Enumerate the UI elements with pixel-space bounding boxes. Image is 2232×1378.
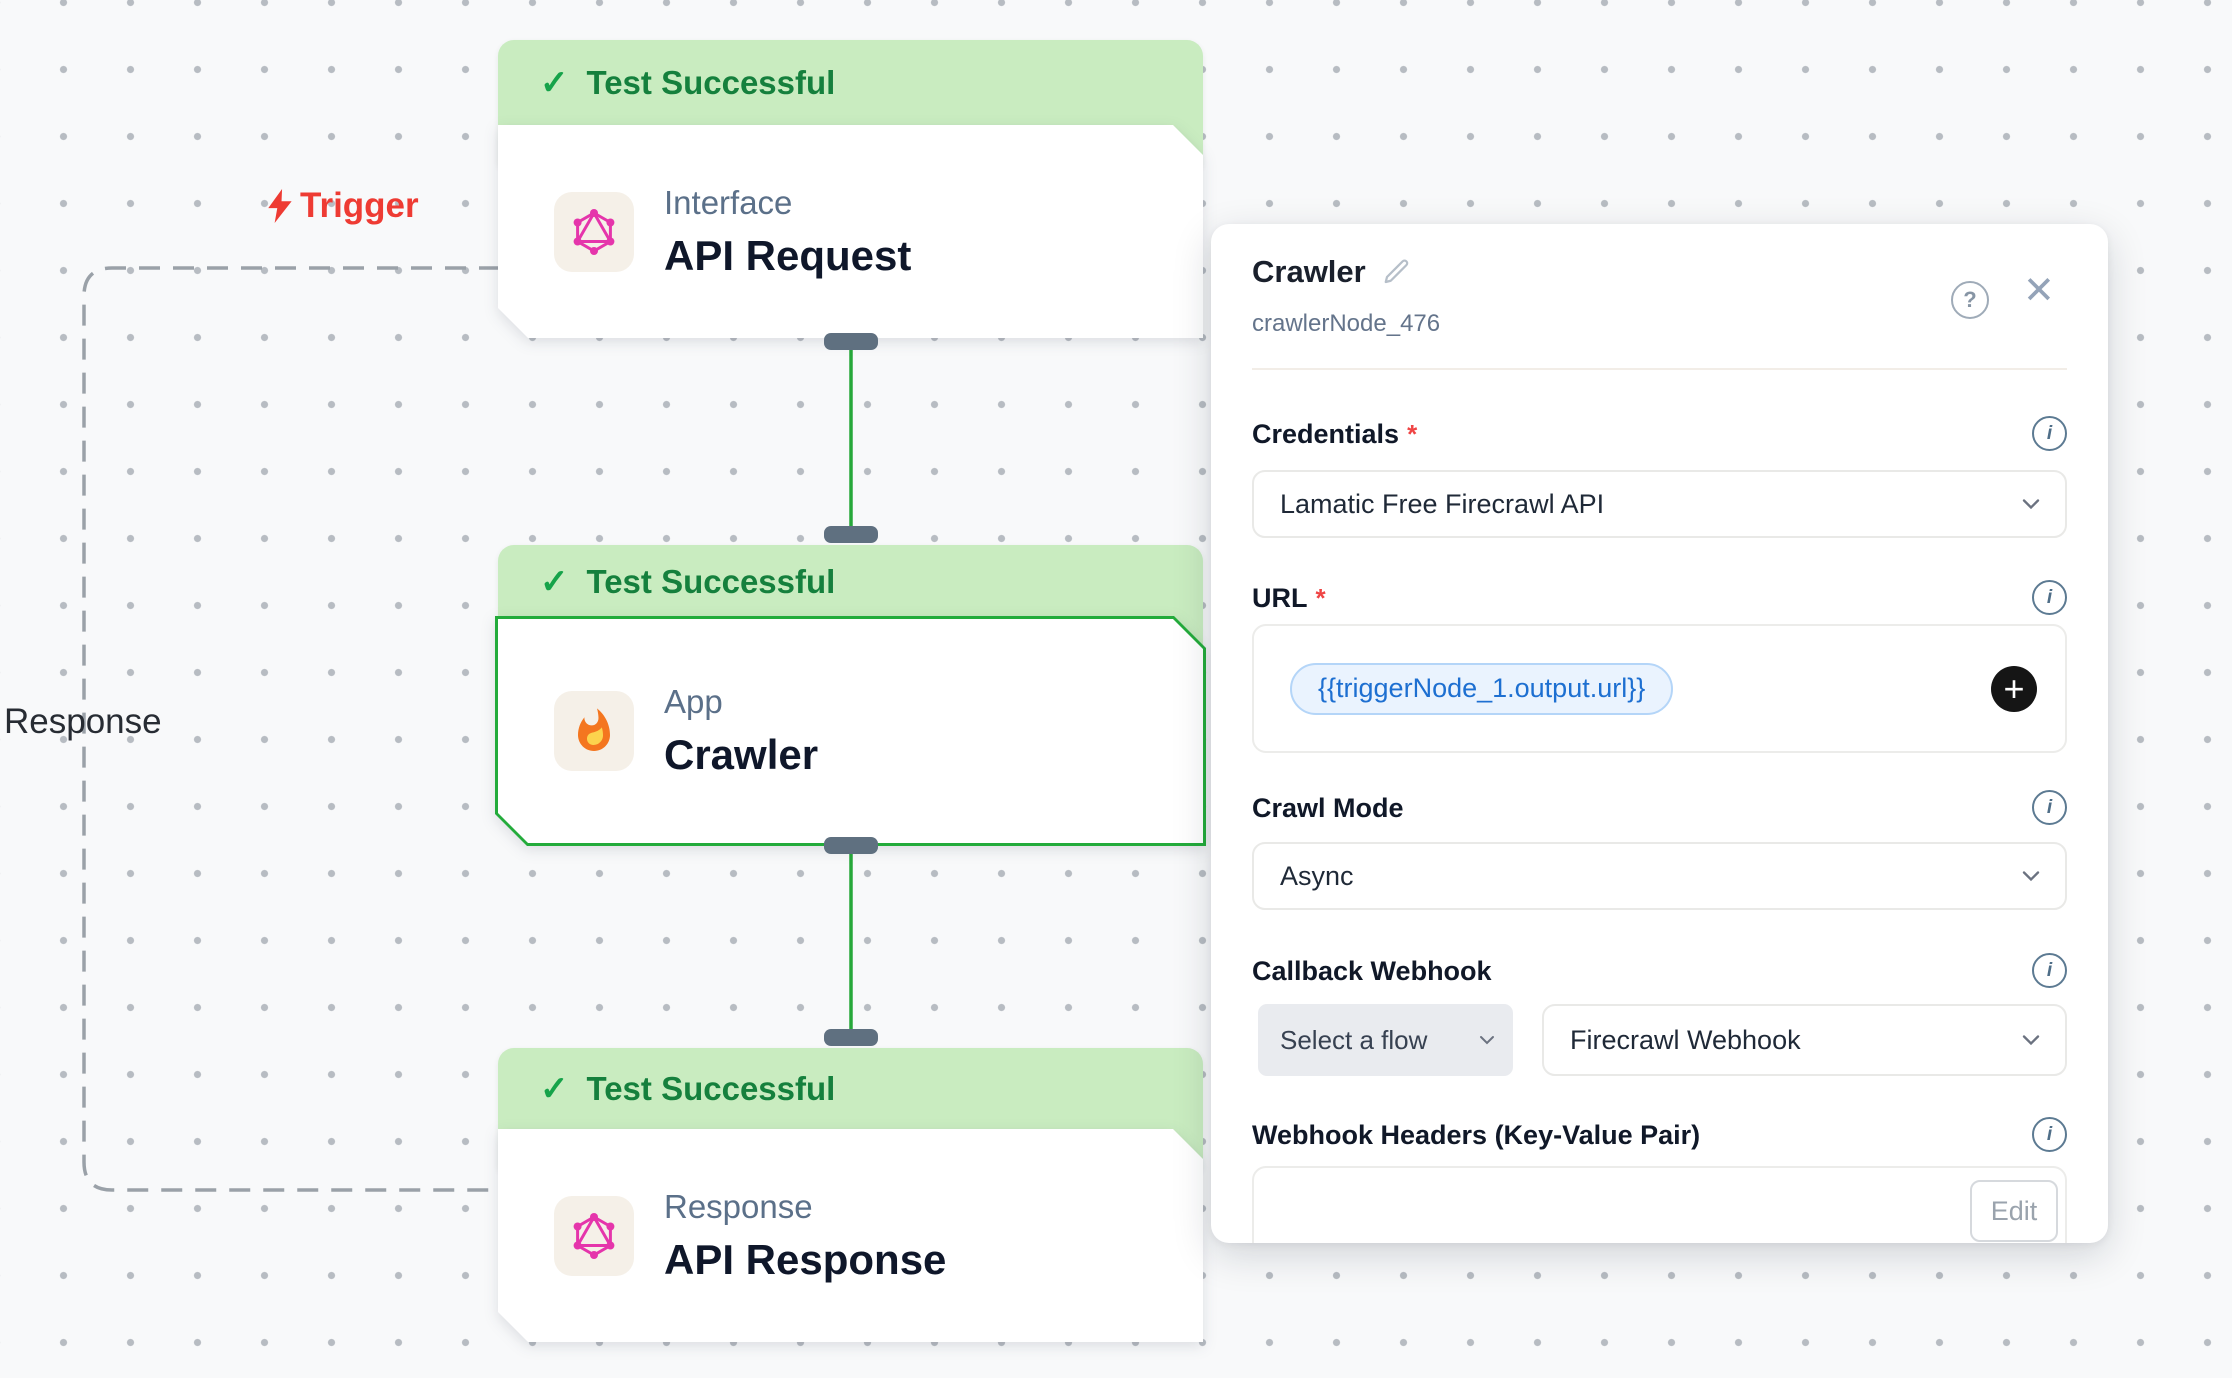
node-title: Crawler xyxy=(664,731,819,778)
credentials-select[interactable]: Lamatic Free Firecrawl API xyxy=(1252,470,2067,538)
connector-handle[interactable] xyxy=(824,1029,878,1046)
node-card-api-response[interactable]: Response API Response xyxy=(498,1129,1203,1342)
selected-node-outline: App Crawler xyxy=(495,616,1206,846)
info-icon[interactable]: i xyxy=(2032,580,2067,615)
panel-title: Crawler xyxy=(1252,254,1366,289)
chevron-down-icon xyxy=(1480,1036,1494,1045)
check-icon: ✓ xyxy=(540,1069,569,1108)
check-icon: ✓ xyxy=(540,563,569,601)
node-category: App xyxy=(664,683,723,720)
crawl-mode-label: Crawl Mode xyxy=(1252,792,1404,823)
info-icon[interactable]: i xyxy=(2032,953,2067,988)
webhook-select[interactable]: Firecrawl Webhook xyxy=(1542,1004,2067,1076)
node-status-label: Test Successful xyxy=(586,563,836,600)
required-marker: * xyxy=(1407,418,1418,449)
variable-chip[interactable]: {{triggerNode_1.output.url}} xyxy=(1290,662,1674,715)
info-icon[interactable]: i xyxy=(2032,416,2067,451)
connector-handle[interactable] xyxy=(824,526,878,543)
info-icon[interactable]: i xyxy=(2032,1117,2067,1152)
node-card-crawler[interactable]: App Crawler xyxy=(498,619,1203,843)
credentials-label: Credentials xyxy=(1252,418,1400,449)
node-card-api-request[interactable]: Interface API Request xyxy=(498,125,1203,338)
response-edge-label: Response xyxy=(4,702,162,741)
connector-handle[interactable] xyxy=(824,333,878,350)
edit-pencil-icon[interactable] xyxy=(1382,257,1412,287)
edit-headers-button[interactable]: Edit xyxy=(1970,1180,2058,1242)
trigger-edge-label-text: Trigger xyxy=(300,186,419,225)
chevron-down-icon xyxy=(2022,871,2040,882)
callback-webhook-label: Callback Webhook xyxy=(1252,955,1492,986)
graphql-icon xyxy=(554,192,634,272)
node-config-panel: Crawler crawlerNode_476 ? ✕ Credentials … xyxy=(1211,224,2108,1243)
node-category: Interface xyxy=(664,183,793,221)
check-icon: ✓ xyxy=(540,63,569,102)
lightning-icon xyxy=(268,189,292,223)
trigger-edge-label: Trigger xyxy=(266,186,419,226)
node-status-label: Test Successful xyxy=(586,1069,836,1107)
chevron-down-icon xyxy=(2022,499,2040,510)
url-input[interactable]: {{triggerNode_1.output.url}} + xyxy=(1252,624,2067,753)
help-icon[interactable]: ? xyxy=(1951,281,1989,319)
add-variable-icon[interactable]: + xyxy=(1991,665,2037,712)
graphql-icon xyxy=(554,1196,634,1276)
url-label: URL xyxy=(1252,582,1308,613)
panel-node-id: crawlerNode_476 xyxy=(1252,310,1441,337)
webhook-headers-input[interactable]: Edit xyxy=(1252,1166,2067,1243)
webhook-select-value: Firecrawl Webhook xyxy=(1570,1024,1801,1055)
flow-select-value: Select a flow xyxy=(1280,1024,1428,1055)
node-title: API Response xyxy=(664,1235,947,1283)
required-marker: * xyxy=(1315,582,1326,613)
panel-divider xyxy=(1252,368,2067,370)
flow-select[interactable]: Select a flow xyxy=(1258,1004,1513,1076)
crawl-mode-value: Async xyxy=(1280,860,1354,891)
info-icon[interactable]: i xyxy=(2032,790,2067,825)
chevron-down-icon xyxy=(2022,1035,2040,1046)
connector-handle[interactable] xyxy=(824,837,878,854)
node-status-label: Test Successful xyxy=(586,63,836,101)
node-title: API Request xyxy=(664,231,912,279)
close-icon[interactable]: ✕ xyxy=(2023,270,2055,312)
crawl-mode-select[interactable]: Async xyxy=(1252,842,2067,910)
node-category: Response xyxy=(664,1187,813,1225)
credentials-value: Lamatic Free Firecrawl API xyxy=(1280,488,1605,519)
fire-icon xyxy=(554,691,634,771)
webhook-headers-label: Webhook Headers (Key-Value Pair) xyxy=(1252,1119,1701,1150)
